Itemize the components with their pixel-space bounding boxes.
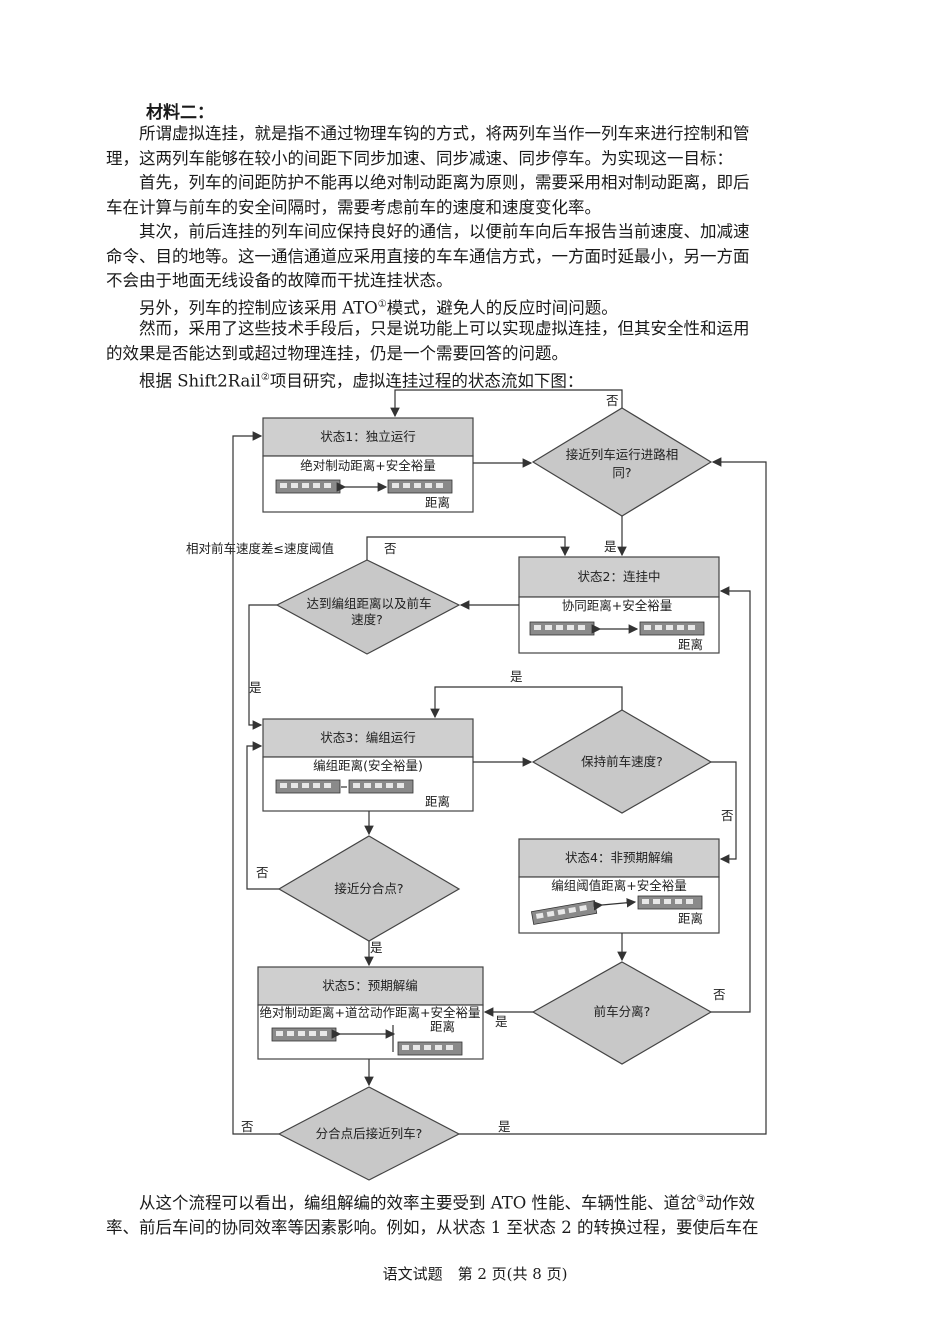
svg-text:接近分合点?: 接近分合点? [334, 881, 403, 896]
svg-text:接近列车运行进路相: 接近列车运行进路相 [566, 447, 679, 462]
decision-reach-formation: 达到编组距离以及前车 速度? [275, 559, 461, 655]
paragraph-definition: 所谓虚拟连挂，就是指不通过物理车钩的方式，将两列车当作一列车来进行控制和管理，这… [106, 124, 750, 168]
decision-near-junction: 接近分合点? [277, 835, 461, 942]
svg-text:速度?: 速度? [351, 612, 383, 627]
state1-box: 状态1：独立运行 绝对制动距离+安全裕量 距离 [262, 417, 474, 513]
svg-text:同?: 同? [612, 465, 631, 480]
rear-train-icon [275, 479, 341, 494]
label-no: 否 [384, 541, 397, 556]
state2-distance: 距离 [678, 637, 703, 652]
paragraph-third: 另外，列车的控制应该采用 ATO①模式，避免人的反应时间问题。 [139, 298, 618, 318]
state4-desc: 编组阈值距离+安全裕量 [551, 878, 686, 893]
state5-desc: 绝对制动距离+道岔动作距离+安全裕量 [260, 1005, 481, 1020]
state4-distance: 距离 [678, 911, 703, 926]
material-heading: 材料二： [146, 103, 214, 123]
front-train-icon [637, 895, 703, 910]
front-train-icon [387, 479, 453, 494]
decision-keep-speed: 保持前车速度? [531, 709, 713, 814]
decision-after-junction: 分合点后接近列车? [277, 1086, 461, 1181]
decision-same-route: 接近列车运行进路相 同? [531, 407, 713, 517]
footnote-marker: ② [260, 372, 270, 383]
svg-text:前车分离?: 前车分离? [594, 1004, 651, 1019]
decision-front-separate: 前车分离? [531, 961, 713, 1065]
state3-box: 状态3：编组运行 编组距离(安全裕量) 距离 [262, 718, 474, 812]
state5-title: 状态5：预期解编 [322, 978, 417, 993]
label-yes: 是 [495, 1014, 508, 1029]
state4-title: 状态4：非预期解编 [565, 850, 673, 865]
paragraph-shift2rail: 根据 Shift2Rail②项目研究，虚拟连挂过程的状态流如下图： [139, 371, 584, 391]
paragraph-first: 首先，列车的间距防护不能再以绝对制动距离为原则，需要采用相对制动距离，即后车在计… [106, 173, 750, 217]
svg-text:分合点后接近列车?: 分合点后接近列车? [316, 1126, 423, 1141]
label-yes: 是 [498, 1119, 511, 1134]
state2-desc: 协同距离+安全裕量 [562, 598, 672, 613]
label-yes: 是 [604, 539, 617, 554]
label-no: 否 [721, 808, 734, 823]
label-yes: 是 [249, 680, 262, 695]
speed-threshold-label: 相对前车速度差≤速度阈值 [186, 541, 334, 556]
state4-box: 状态4：非预期解编 编组阈值距离+安全裕量 距离 [518, 838, 720, 934]
svg-text:保持前车速度?: 保持前车速度? [581, 754, 663, 769]
state1-distance: 距离 [425, 495, 450, 510]
rear-train-icon [271, 1027, 337, 1042]
state3-title: 状态3：编组运行 [320, 730, 415, 745]
label-yes: 是 [370, 940, 383, 955]
state3-desc: 编组距离(安全裕量) [313, 758, 423, 773]
svg-text:达到编组距离以及前车: 达到编组距离以及前车 [306, 596, 431, 611]
page-footer: 语文试题 第 2 页(共 8 页) [382, 1265, 568, 1283]
state5-box: 状态5：预期解编 绝对制动距离+道岔动作距离+安全裕量 距离 [257, 966, 484, 1060]
paragraph-however: 然而，采用了这些技术手段后，只是说功能上可以实现虚拟连挂，但其安全性和运用的效果… [106, 319, 750, 363]
state3-distance: 距离 [425, 794, 450, 809]
label-no: 否 [713, 987, 726, 1002]
paragraph-conclusion: 从这个流程可以看出，编组解编的效率主要受到 ATO 性能、车辆性能、道岔③动作效… [106, 1193, 759, 1238]
state1-desc: 绝对制动距离+安全裕量 [300, 458, 435, 473]
front-train-icon [639, 621, 705, 636]
state2-title: 状态2：连挂中 [578, 569, 661, 584]
label-no: 否 [606, 393, 619, 408]
front-train-icon [397, 1041, 463, 1056]
state2-box: 状态2：连挂中 协同距离+安全裕量 距离 [518, 556, 720, 654]
footnote-marker: ③ [696, 1194, 706, 1205]
footnote-marker: ① [377, 299, 387, 310]
label-no: 否 [256, 865, 269, 880]
paragraph-second: 其次，前后连挂的列车间应保持良好的通信，以便前车向后车报告当前速度、加减速命令、… [106, 222, 750, 290]
state5-distance: 距离 [430, 1019, 455, 1034]
rear-train-icon [275, 779, 341, 794]
front-train-icon [348, 779, 414, 794]
rear-train-icon [529, 621, 595, 636]
label-yes: 是 [510, 669, 523, 684]
state1-title: 状态1：独立运行 [320, 429, 415, 444]
label-no: 否 [241, 1119, 254, 1134]
